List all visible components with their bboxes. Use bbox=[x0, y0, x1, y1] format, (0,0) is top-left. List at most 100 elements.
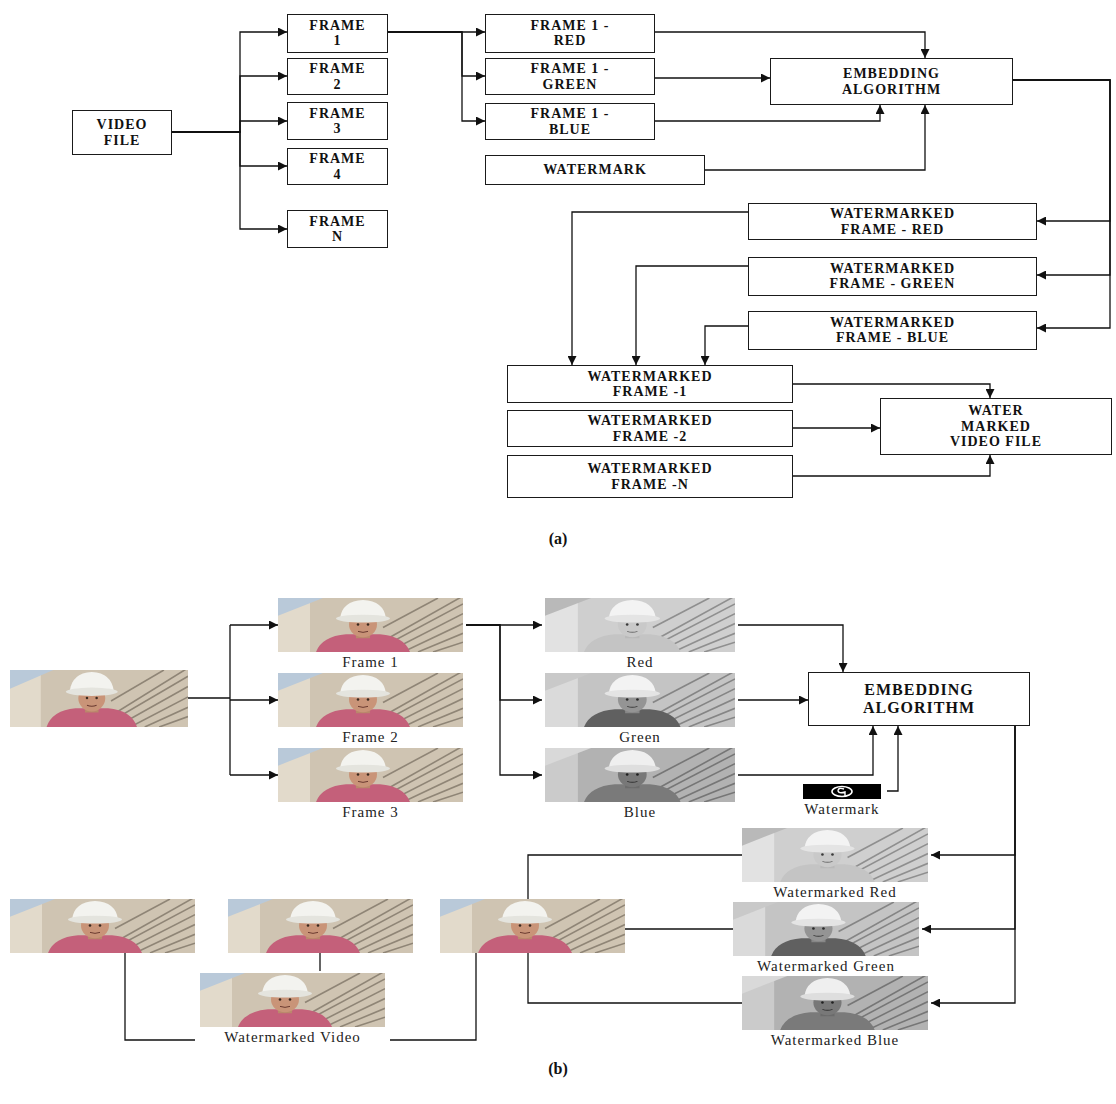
box-label: FRAME N bbox=[307, 214, 369, 245]
process-box: FRAME 1 -RED bbox=[485, 14, 655, 53]
watermark-logo bbox=[838, 788, 845, 796]
image-node: Green bbox=[542, 673, 738, 745]
image-caption: Frame 3 bbox=[275, 804, 466, 820]
watermarked-red-image bbox=[742, 826, 928, 882]
box-label: FRAME 4 bbox=[307, 151, 369, 182]
box-label: FRAME 3 bbox=[307, 106, 369, 137]
box-label: FRAME 1 bbox=[307, 18, 369, 49]
bracket-line bbox=[125, 953, 195, 1040]
flow-arrow bbox=[172, 132, 287, 166]
flow-arrow bbox=[466, 625, 542, 775]
watermark-logo bbox=[832, 787, 852, 797]
watermarked-blue-image bbox=[742, 974, 928, 1030]
box-label: WATERMARKED FRAME - RED bbox=[818, 206, 968, 237]
process-box: FRAME N bbox=[287, 210, 388, 248]
flow-arrow bbox=[931, 726, 1015, 855]
bracket-line bbox=[390, 953, 476, 1040]
frame-image bbox=[278, 671, 463, 727]
box-label: EMBEDDING ALGORITHM bbox=[817, 66, 967, 97]
box-label: FRAME 2 bbox=[307, 61, 369, 92]
process-box: FRAME 1 - BLUE bbox=[485, 103, 655, 140]
flow-arrow bbox=[388, 32, 485, 76]
box-label: FRAME 1 - BLUE bbox=[515, 106, 625, 137]
process-box: VIDEO FILE bbox=[72, 110, 172, 155]
merge-wire bbox=[528, 953, 742, 1003]
image-caption: Green bbox=[542, 729, 738, 745]
flow-arrow bbox=[466, 625, 542, 700]
box-label: WATERMARK bbox=[543, 162, 647, 177]
flow-arrow bbox=[738, 726, 873, 775]
process-box: WATERMARKED FRAME -1 bbox=[507, 365, 793, 403]
image-node: Frame 1 bbox=[275, 598, 466, 670]
process-box: WATERMARKED FRAME -N bbox=[507, 455, 793, 498]
video-image bbox=[10, 668, 188, 727]
image-caption: Frame 2 bbox=[275, 729, 466, 745]
image-node: Watermarked Green bbox=[730, 902, 922, 974]
process-box: WATERMARK bbox=[485, 155, 705, 185]
image-caption: Watermarked Blue bbox=[739, 1032, 931, 1048]
watermarked-frame-image bbox=[228, 897, 413, 953]
process-box: WATERMARKED FRAME - GREEN bbox=[748, 257, 1037, 296]
flow-arrow bbox=[636, 266, 748, 365]
flow-arrow bbox=[655, 32, 925, 58]
watermark-image bbox=[803, 784, 881, 799]
flow-arrow bbox=[572, 212, 748, 365]
image-node: Watermarked Video bbox=[197, 973, 388, 1045]
watermarked-frame-image bbox=[440, 897, 625, 953]
panel-label: (b) bbox=[508, 1060, 608, 1078]
process-box: EMBEDDING ALGORITHM bbox=[808, 672, 1030, 726]
box-label: WATERMARKED FRAME -2 bbox=[575, 413, 725, 444]
split-arrow bbox=[230, 624, 278, 625]
flow-arrow bbox=[793, 427, 880, 428]
image-node: Watermark bbox=[797, 784, 887, 818]
watermarked-video-image bbox=[200, 971, 385, 1027]
image-node: Watermarked Red bbox=[739, 828, 931, 900]
flow-arrow bbox=[172, 121, 287, 132]
process-box: WATERMARKED FRAME - RED bbox=[748, 203, 1037, 240]
flow-arrow bbox=[705, 105, 925, 170]
frame-image bbox=[278, 746, 463, 802]
flow-arrow bbox=[1013, 80, 1110, 275]
image-caption: Watermarked Red bbox=[739, 884, 931, 900]
image-node: Watermarked Blue bbox=[739, 976, 931, 1048]
image-caption: Blue bbox=[542, 804, 738, 820]
blue-channel-image bbox=[545, 746, 735, 802]
box-label: FRAME 1 -RED bbox=[515, 18, 625, 49]
green-channel-image bbox=[545, 671, 735, 727]
flow-arrow bbox=[655, 77, 770, 78]
split-arrow bbox=[230, 699, 278, 700]
box-label: WATERMARKED FRAME - GREEN bbox=[818, 261, 968, 292]
box-label: VIDEO FILE bbox=[87, 117, 157, 148]
flow-arrow bbox=[172, 32, 287, 132]
image-caption: Frame 1 bbox=[275, 654, 466, 670]
process-box: FRAME 4 bbox=[287, 148, 388, 185]
process-box: EMBEDDING ALGORITHM bbox=[770, 58, 1013, 105]
image-node: Red bbox=[542, 598, 738, 670]
flow-arrow bbox=[922, 726, 1015, 929]
image-node: Frame 3 bbox=[275, 748, 466, 820]
flow-arrow bbox=[793, 384, 990, 398]
box-label: WATERMARKED FRAME -N bbox=[575, 461, 725, 492]
box-label: WATER MARKED VIDEO FILE bbox=[939, 403, 1054, 449]
split-arrow bbox=[230, 774, 278, 775]
flow-arrow bbox=[738, 699, 808, 700]
merge-wire bbox=[528, 855, 742, 899]
flow-arrow bbox=[705, 326, 748, 365]
box-label: WATERMARKED FRAME - BLUE bbox=[818, 315, 968, 346]
flow-arrow bbox=[793, 455, 990, 476]
process-box: FRAME 3 bbox=[287, 102, 388, 140]
box-label: WATERMARKED FRAME -1 bbox=[575, 369, 725, 400]
flow-arrow bbox=[172, 132, 287, 229]
bracket-line bbox=[319, 953, 320, 971]
process-box: WATERMARKED FRAME - BLUE bbox=[748, 311, 1037, 350]
watermarked-frame-image bbox=[10, 897, 195, 953]
image-caption: Red bbox=[542, 654, 738, 670]
panel-label: (a) bbox=[508, 530, 608, 548]
image-node: Blue bbox=[542, 748, 738, 820]
flow-arrow bbox=[172, 76, 287, 132]
image-caption: Watermarked Video bbox=[197, 1029, 388, 1045]
flow-arrow bbox=[655, 105, 880, 121]
process-box: FRAME 1 bbox=[287, 14, 388, 53]
image-caption: Watermark bbox=[797, 801, 887, 817]
split-wire bbox=[188, 625, 230, 775]
